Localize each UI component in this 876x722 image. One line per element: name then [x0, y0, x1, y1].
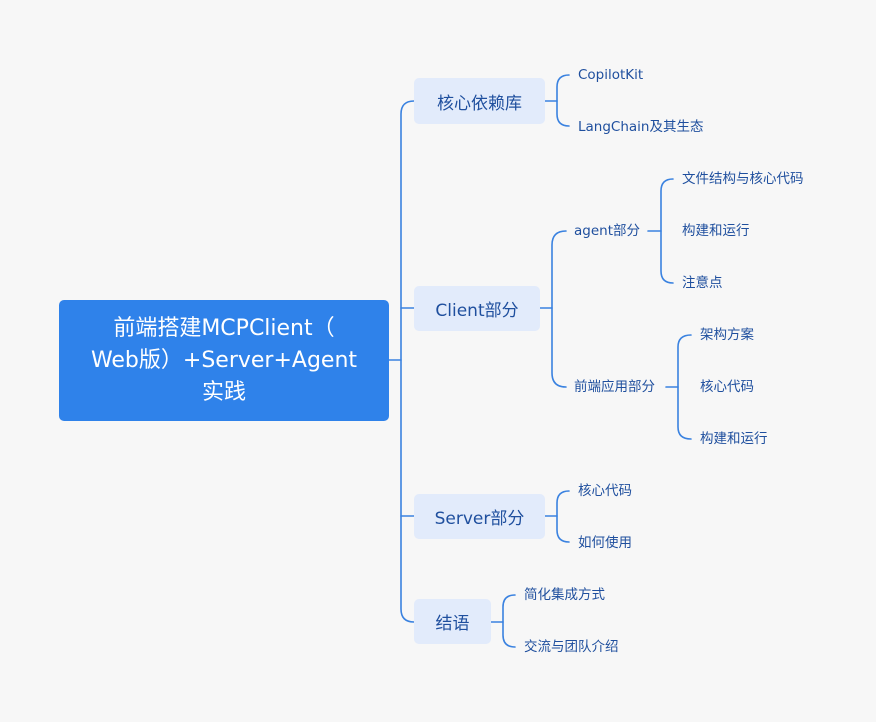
branch-client[interactable]: Client部分: [414, 286, 540, 331]
connector-conclusion-children: [502, 594, 516, 648]
leaf-agent-notes[interactable]: 注意点: [682, 275, 723, 291]
subbranch-agent[interactable]: agent部分: [574, 223, 640, 239]
connector-server-children: [556, 490, 570, 543]
connector-frontend-app-children: [677, 334, 692, 440]
connector-root-spine: [400, 100, 415, 623]
leaf-server-core-code[interactable]: 核心代码: [578, 483, 632, 499]
connector-core-deps-children: [556, 74, 570, 127]
leaf-copilotkit[interactable]: CopilotKit: [578, 67, 644, 83]
subbranch-frontend-app[interactable]: 前端应用部分: [574, 379, 655, 395]
branch-core-dependencies[interactable]: 核心依赖库: [414, 78, 545, 124]
leaf-agent-file-structure[interactable]: 文件结构与核心代码: [682, 171, 804, 187]
leaf-team-intro[interactable]: 交流与团队介绍: [524, 639, 619, 655]
leaf-langchain[interactable]: LangChain及其生态: [578, 119, 704, 135]
connector-agent-children: [660, 178, 674, 284]
leaf-agent-build-run[interactable]: 构建和运行: [682, 223, 750, 239]
leaf-frontend-build-run[interactable]: 构建和运行: [700, 431, 768, 447]
branch-server[interactable]: Server部分: [414, 494, 545, 539]
leaf-server-usage[interactable]: 如何使用: [578, 535, 632, 551]
leaf-frontend-core-code[interactable]: 核心代码: [700, 379, 754, 395]
leaf-frontend-architecture[interactable]: 架构方案: [700, 327, 754, 343]
leaf-simplify-integration[interactable]: 简化集成方式: [524, 587, 605, 603]
root-node[interactable]: 前端搭建MCPClient（ Web版）+Server+Agent 实践: [59, 300, 389, 421]
connector-client-children: [551, 230, 567, 388]
branch-conclusion[interactable]: 结语: [414, 599, 491, 644]
